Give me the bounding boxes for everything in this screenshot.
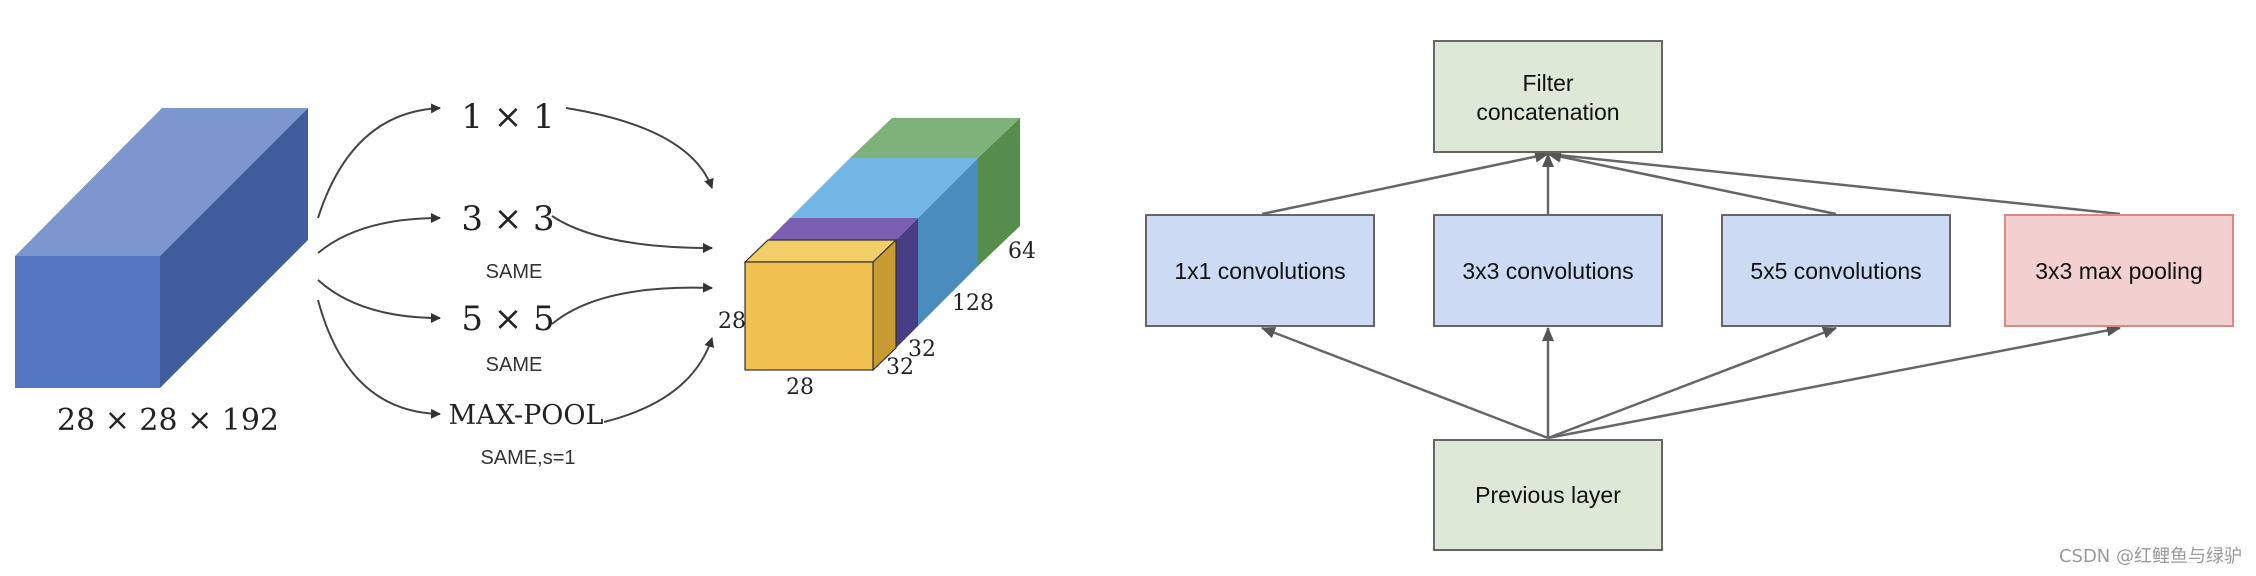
branch-label-maxpool: MAX-POOL bbox=[449, 400, 604, 431]
output-slab-green-top bbox=[850, 118, 1020, 158]
arrow-5x5-to-concat bbox=[1547, 150, 1837, 216]
output-dim-height: 28 bbox=[718, 309, 746, 334]
output-slab-purple-top bbox=[768, 218, 918, 240]
arrow-1x1-to-concat bbox=[1261, 150, 1549, 216]
arrow-prev-to-1x1 bbox=[1261, 326, 1549, 440]
arrow-maxpool-to-concat bbox=[1547, 149, 2121, 216]
output-slab-yellow-side bbox=[872, 238, 897, 372]
input-volume-front bbox=[15, 256, 160, 388]
inception-arrows bbox=[1261, 149, 2121, 440]
branch-arrow-1x1 bbox=[317, 103, 441, 219]
watermark: CSDN @红鲤鱼与绿驴 bbox=[2058, 546, 2242, 567]
output-slab-green-side bbox=[978, 118, 1020, 266]
output-branch-arrows bbox=[551, 107, 714, 423]
output-slab-purple-side bbox=[896, 218, 918, 348]
branch-note-5x5: SAME bbox=[486, 354, 543, 376]
output-volume bbox=[743, 118, 1020, 372]
filter-concatenation-box bbox=[1433, 40, 1663, 153]
filter-concatenation-label-line1: Filter bbox=[1522, 70, 1573, 96]
maxpool-box bbox=[2004, 214, 2234, 327]
output-dim-d2: 32 bbox=[908, 337, 936, 362]
output-dim-d4: 64 bbox=[1008, 239, 1036, 264]
previous-layer-box bbox=[1433, 439, 1663, 551]
branch-label-3x3: 3 × 3 bbox=[461, 199, 554, 239]
previous-layer-label: Previous layer bbox=[1475, 482, 1621, 508]
merge-arrow-maxpool bbox=[603, 337, 714, 423]
branch-label-5x5: 5 × 5 bbox=[461, 299, 554, 339]
conv1x1-box bbox=[1145, 214, 1375, 327]
output-dim-d1: 32 bbox=[886, 355, 914, 380]
output-slab-yellow-top bbox=[743, 239, 898, 263]
input-branch-arrows bbox=[317, 103, 441, 419]
output-dim-d3: 128 bbox=[952, 291, 994, 316]
merge-arrow-3x3 bbox=[551, 215, 713, 253]
conv1x1-label: 1x1 convolutions bbox=[1174, 258, 1345, 284]
branch-arrow-maxpool bbox=[317, 299, 441, 419]
input-volume-side bbox=[160, 108, 308, 388]
conv3x3-label: 3x3 convolutions bbox=[1462, 258, 1633, 284]
merge-arrow-1x1 bbox=[565, 107, 714, 189]
branch-note-3x3: SAME bbox=[486, 261, 543, 283]
output-slab-yellow-front bbox=[744, 261, 874, 371]
input-volume-label: 28 × 28 × 192 bbox=[57, 403, 279, 438]
arrow-prev-to-maxpool bbox=[1547, 324, 2121, 440]
maxpool-label: 3x3 max pooling bbox=[2035, 258, 2203, 284]
merge-arrow-5x5 bbox=[551, 282, 713, 325]
output-slab-blue-side bbox=[918, 158, 978, 326]
branch-label-1x1: 1 × 1 bbox=[461, 97, 554, 137]
input-volume bbox=[15, 108, 308, 388]
conv5x5-box bbox=[1721, 214, 1951, 327]
branch-arrow-5x5 bbox=[317, 279, 441, 323]
conv3x3-box bbox=[1433, 214, 1663, 327]
conv5x5-label: 5x5 convolutions bbox=[1750, 258, 1921, 284]
filter-concatenation-label-line2: concatenation bbox=[1476, 99, 1619, 125]
input-volume-top bbox=[15, 108, 308, 256]
output-slab-blue-top bbox=[790, 158, 978, 218]
branch-note-maxpool: SAME,s=1 bbox=[480, 447, 575, 469]
output-dim-width: 28 bbox=[786, 375, 814, 400]
arrow-prev-to-5x5 bbox=[1547, 326, 1837, 440]
branch-arrow-3x3 bbox=[317, 213, 441, 254]
